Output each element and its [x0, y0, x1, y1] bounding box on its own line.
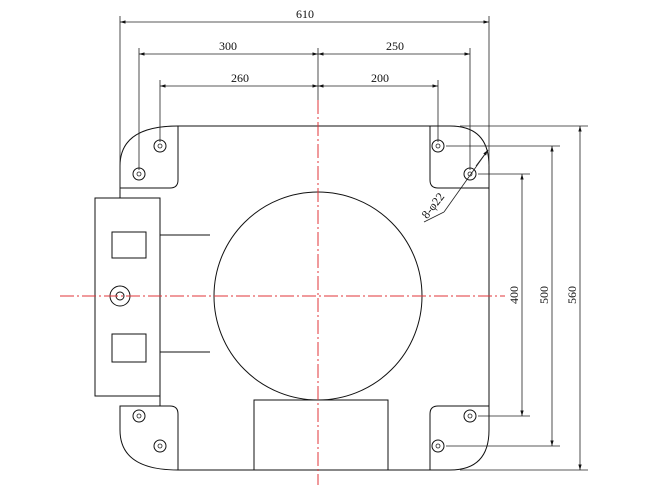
dim-height-outer: 560	[565, 286, 579, 304]
dim-overall-width: 610	[296, 7, 314, 21]
dim-right-inner: 200	[371, 71, 389, 85]
terminal-slot-lower	[111, 333, 147, 363]
dimension-lines-horizontal	[119, 16, 490, 190]
terminal-slot-upper	[111, 231, 147, 259]
dim-right-outer: 250	[386, 39, 404, 53]
pad-bottom-right	[429, 405, 489, 470]
pad-top-left	[120, 126, 179, 189]
hole-5	[132, 409, 146, 423]
hole-7	[463, 409, 477, 423]
dim-left-inner: 260	[231, 71, 249, 85]
hole-callout	[423, 149, 489, 223]
dim-hole-spec: 8-φ22	[418, 190, 447, 221]
dim-height-inner: 400	[507, 286, 521, 304]
hole-8	[431, 439, 445, 453]
terminal-box	[94, 197, 210, 397]
dim-height-mid: 500	[537, 286, 551, 304]
pad-top-right	[429, 126, 489, 189]
housing-outline	[119, 125, 490, 471]
dimension-lines-vertical	[446, 125, 588, 471]
dim-left-outer: 300	[219, 39, 237, 53]
pad-bottom-left	[120, 405, 179, 470]
hole-6	[153, 439, 167, 453]
